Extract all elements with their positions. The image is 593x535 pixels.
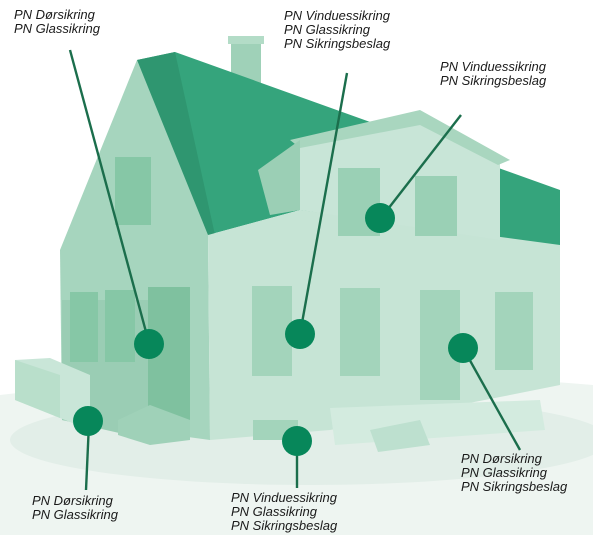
callout-line: PN Dørsikring: [32, 493, 113, 508]
callout-line: PN Sikringsbeslag: [440, 73, 547, 88]
callout-front-door: PN Dørsikring PN Glassikring PN Sikrings…: [461, 452, 567, 494]
callout-front-window: PN Vinduessikring PN Glassikring PN Sikr…: [284, 9, 390, 51]
callout-line: PN Vinduessikring: [284, 8, 390, 23]
callout-line: PN Glassikring: [461, 465, 547, 480]
roof-shade: [137, 52, 215, 238]
callout-line: PN Dørsikring: [14, 7, 95, 22]
callout-line: PN Sikringsbeslag: [231, 518, 338, 533]
marker-dot-2: [365, 203, 395, 233]
callout-line: PN Glassikring: [231, 504, 317, 519]
callout-line: PN Glassikring: [284, 22, 370, 37]
leader-line-2: [380, 114, 462, 219]
callout-dormer-window: PN Vinduessikring PN Sikringsbeslag: [440, 60, 546, 88]
callout-line: PN Glassikring: [32, 507, 118, 522]
chimney-cap: [228, 36, 264, 44]
marker-dot-3: [448, 333, 478, 363]
dormer-side: [258, 140, 300, 215]
front-window-2: [340, 288, 380, 376]
dormer-roof: [290, 110, 510, 165]
gable-window-top: [115, 157, 151, 225]
porch-steps: [370, 420, 430, 452]
marker-dot-1: [285, 319, 315, 349]
leader-line-1: [298, 72, 349, 335]
annex-front: [15, 360, 60, 418]
front-window-3: [495, 292, 533, 370]
marker-dot-4: [282, 426, 312, 456]
gable-window-mid: [105, 290, 135, 362]
marker-dot-0: [134, 329, 164, 359]
leader-line-0: [68, 49, 151, 344]
callout-line: PN Dørsikring: [461, 451, 542, 466]
callout-basement-window: PN Vinduessikring PN Glassikring PN Sikr…: [231, 491, 337, 533]
callout-line: PN Sikringsbeslag: [461, 479, 568, 494]
callout-line: PN Glassikring: [14, 21, 100, 36]
callout-line: PN Sikringsbeslag: [284, 36, 391, 51]
callout-gable-door: PN Dørsikring PN Glassikring: [14, 8, 100, 36]
dormer-window-right: [415, 176, 457, 236]
gable-window-left: [70, 292, 98, 362]
leader-line-3: [461, 347, 522, 451]
steps-left: [118, 405, 190, 445]
callout-line: PN Vinduessikring: [231, 490, 337, 505]
front-wall: [208, 210, 560, 440]
callout-annex-door: PN Dørsikring PN Glassikring: [32, 494, 118, 522]
callout-line: PN Vinduessikring: [440, 59, 546, 74]
marker-dot-5: [73, 406, 103, 436]
